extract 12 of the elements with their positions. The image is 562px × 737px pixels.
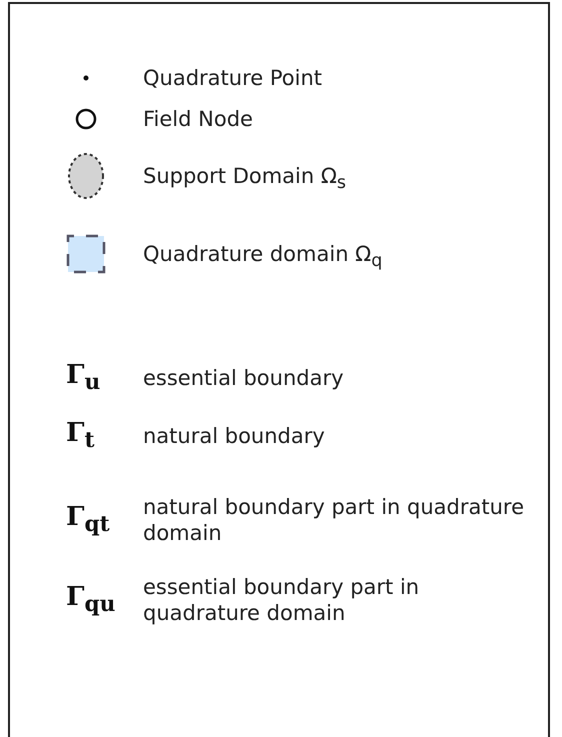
boundary-description: essential boundary part in quadrature domain [143, 574, 420, 626]
boundary-description: essential boundary [143, 365, 345, 391]
boundary-symbol: Γ$_{t}$ [66, 418, 94, 454]
legend-text: Field Node [143, 106, 253, 132]
boundary-description: natural boundary part in quadrature domain [143, 494, 526, 546]
boundary-symbol: Γ$_{qt}$ [66, 502, 110, 538]
legend-text: Quadrature domain Ω$_{q}$ [143, 241, 382, 274]
boundary-symbol: Γ$_{u}$ [66, 360, 100, 396]
legend-text: Quadrature Point [143, 65, 322, 91]
legend-text: Support Domain Ω$_{s}$ [143, 163, 346, 196]
boundary-description: natural boundary [143, 423, 326, 449]
boundary-symbol: Γ$_{qu}$ [66, 582, 116, 618]
